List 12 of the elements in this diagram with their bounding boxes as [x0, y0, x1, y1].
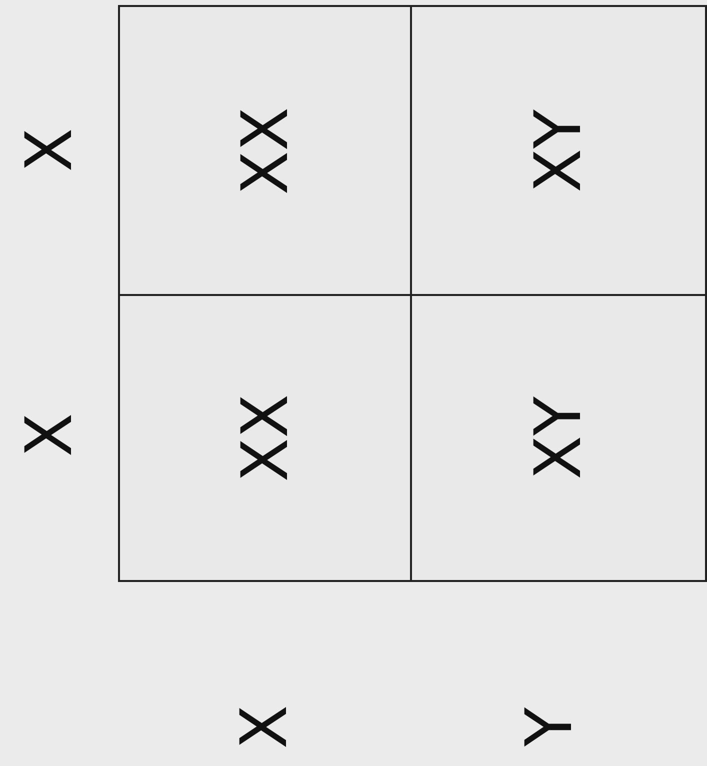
- allele-label: Y: [518, 707, 582, 747]
- allele-label: X: [233, 705, 297, 749]
- punnett-square-cell: [410, 294, 707, 582]
- punnett-square-cell: [118, 5, 413, 297]
- punnett-square-cell: [410, 5, 707, 297]
- genotype-text: XY: [526, 396, 590, 480]
- genotype-text: XY: [526, 110, 590, 192]
- genotype-text: XX: [234, 394, 298, 482]
- allele-label: X: [18, 128, 82, 172]
- punnett-square-cell: [118, 294, 413, 582]
- genotype-text: XX: [234, 107, 298, 195]
- allele-label: X: [18, 413, 82, 457]
